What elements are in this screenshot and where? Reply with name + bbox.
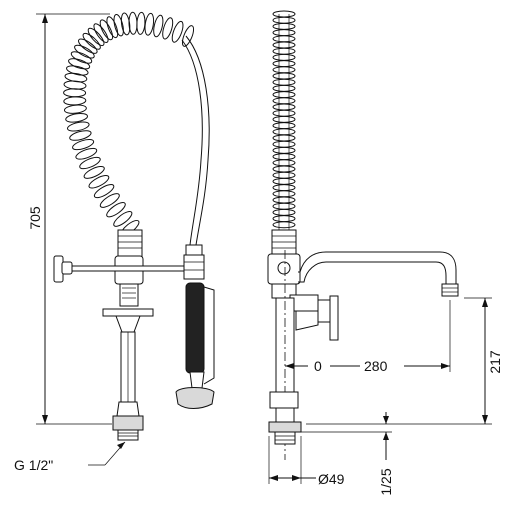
spout-height-dimension: 217	[306, 297, 503, 425]
gun-grip	[185, 282, 205, 374]
swing-spout	[298, 251, 457, 284]
base-diameter-label: Ø49	[318, 471, 345, 487]
thread-label: G 1/2"	[14, 457, 53, 473]
thread-fraction-label: 1/25	[378, 468, 394, 495]
reach-value-label: 280	[364, 358, 388, 374]
side-handle	[329, 295, 339, 341]
thread-stub	[117, 429, 139, 441]
mount-nut	[112, 415, 144, 431]
reach-dimension: 0 280	[285, 300, 451, 374]
base-diameter-dimension: Ø49	[268, 436, 345, 487]
spray-nozzle	[175, 387, 215, 409]
spring-coil-side	[272, 10, 296, 230]
spring-base	[117, 229, 143, 259]
thread-fraction-dimension: 1/25	[298, 412, 394, 496]
spring-coil	[63, 11, 195, 237]
front-view: 705	[14, 11, 215, 473]
valve-handle	[102, 308, 154, 317]
gun-body	[183, 254, 205, 280]
side-knob	[317, 299, 331, 323]
height-dimension: 705	[27, 13, 112, 425]
hose-coupling	[185, 244, 203, 256]
reach-zero-label: 0	[314, 358, 322, 374]
support-bar	[69, 265, 189, 272]
flex-hose	[185, 35, 210, 246]
side-mount-nut	[268, 421, 302, 433]
column-neck	[119, 283, 139, 307]
side-tee	[267, 253, 301, 285]
side-view: 0 280 217 1/25 Ø49	[267, 10, 503, 496]
aerator	[441, 283, 459, 297]
height-label: 705	[27, 206, 43, 230]
spout-height-label: 217	[487, 350, 503, 374]
